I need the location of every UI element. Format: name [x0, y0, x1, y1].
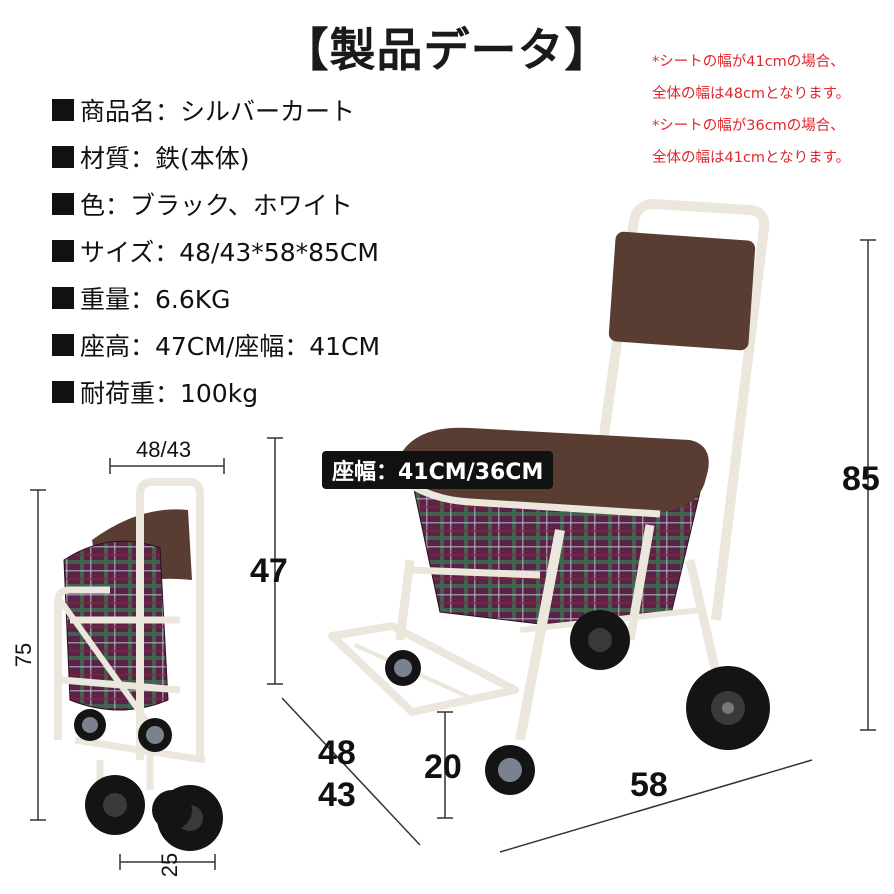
square-bullet-icon: [52, 145, 74, 168]
square-bullet-icon: [52, 192, 74, 215]
length-label: 58: [630, 766, 668, 804]
square-bullet-icon: [52, 333, 74, 356]
folded-depth-label: 25: [157, 852, 183, 878]
folded-width-label: 48/43: [136, 437, 192, 462]
note-line-1: *シートの幅が41cmの場合、: [652, 54, 845, 70]
total-height-label: 85: [842, 460, 880, 498]
square-bullet-icon: [52, 286, 74, 309]
seat-height-label: 47: [250, 552, 288, 590]
folded-height-label: 75: [11, 642, 37, 668]
note-line-4: 全体の幅は41cmとなります。: [652, 150, 851, 166]
note-line-2: 全体の幅は48cmとなります。: [652, 86, 851, 102]
width-b-label: 43: [318, 776, 356, 814]
footrest-height-label: 20: [424, 748, 462, 786]
spec-item-name: 商品名：シルバーカート: [52, 86, 380, 133]
spec-item-load: 耐荷重：100kg: [52, 368, 380, 415]
spec-item-weight: 重量：6.6KG: [52, 274, 380, 321]
spec-item-seat: 座高：47CM/座幅：41CM: [52, 321, 380, 368]
square-bullet-icon: [52, 380, 74, 403]
square-bullet-icon: [52, 98, 74, 121]
spec-list: 商品名：シルバーカート 材質：鉄(本体) 色：ブラック、ホワイト サイズ：48/…: [52, 86, 380, 415]
note-line-3: *シートの幅が36cmの場合、: [652, 118, 845, 134]
folded-cart: [30, 458, 225, 870]
page-title: 【製品データ】: [282, 23, 612, 77]
width-a-label: 48: [318, 734, 356, 772]
square-bullet-icon: [52, 239, 74, 262]
spec-item-material: 材質：鉄(本体): [52, 133, 380, 180]
seat-width-badge: 座幅：41CM/36CM: [322, 451, 554, 489]
main-cart: [267, 199, 876, 853]
spec-item-size: サイズ：48/43*58*85CM: [52, 227, 380, 274]
spec-item-color: 色：ブラック、ホワイト: [52, 180, 380, 227]
